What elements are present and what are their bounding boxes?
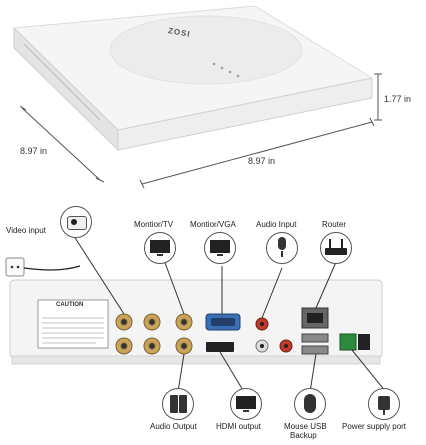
vga-monitor-icon (204, 232, 236, 264)
width-dimension-label: 8.97 in (248, 156, 276, 166)
usb-ports (301, 333, 329, 355)
bnc-ports (115, 313, 193, 355)
dvr-front-face (117, 77, 373, 151)
power-supply-label: Power supply port (342, 422, 407, 431)
bnc-port (175, 337, 193, 355)
speaker-icon (162, 388, 194, 420)
mouse-icon (294, 388, 326, 420)
rear-panel-base (11, 355, 381, 365)
bnc-port (115, 313, 133, 331)
height-dimension-label: 1.77 in (384, 94, 412, 104)
router-label: Router (322, 220, 347, 229)
dvr-top-disc (109, 15, 303, 85)
backup-label: Backup (290, 431, 317, 440)
bnc-port (115, 337, 133, 355)
audio-input-label: Audio Input (256, 220, 297, 229)
bnc-port (175, 313, 193, 331)
monitor-tv-label: Montior/TV (134, 220, 174, 229)
dimension-lines (19, 73, 382, 189)
bnc-port (143, 337, 161, 355)
connection-lines (69, 229, 387, 393)
bnc-port (143, 313, 161, 331)
audio-output-label: Audio Output (150, 422, 197, 431)
video-input-label: Video input (6, 226, 46, 235)
caution-title: CAUTION (56, 302, 84, 308)
power-adapter-icon (368, 388, 400, 420)
camera-icon (60, 206, 92, 238)
rca-audio-ports (255, 317, 293, 353)
caution-text-lines (42, 317, 104, 344)
vga-port (205, 313, 241, 331)
power-port (339, 333, 370, 351)
dvr-status-leds (212, 62, 240, 78)
microphone-icon (266, 232, 298, 264)
hdmi-output-label: HDMI output (216, 422, 261, 431)
hdmi-monitor-icon (230, 388, 262, 420)
hdmi-port (206, 342, 234, 352)
router-icon (320, 232, 352, 264)
dvr-vents (23, 43, 101, 121)
monitor-vga-label: Montior/VGA (190, 220, 236, 229)
power-outlet-icon (5, 257, 25, 277)
caution-sticker (37, 299, 109, 349)
mouse-usb-label: Mouse USB (284, 422, 327, 431)
power-cable (23, 265, 81, 271)
ethernet-port (301, 307, 329, 329)
tv-monitor-icon (144, 232, 176, 264)
depth-dimension-label: 8.97 in (20, 146, 48, 156)
